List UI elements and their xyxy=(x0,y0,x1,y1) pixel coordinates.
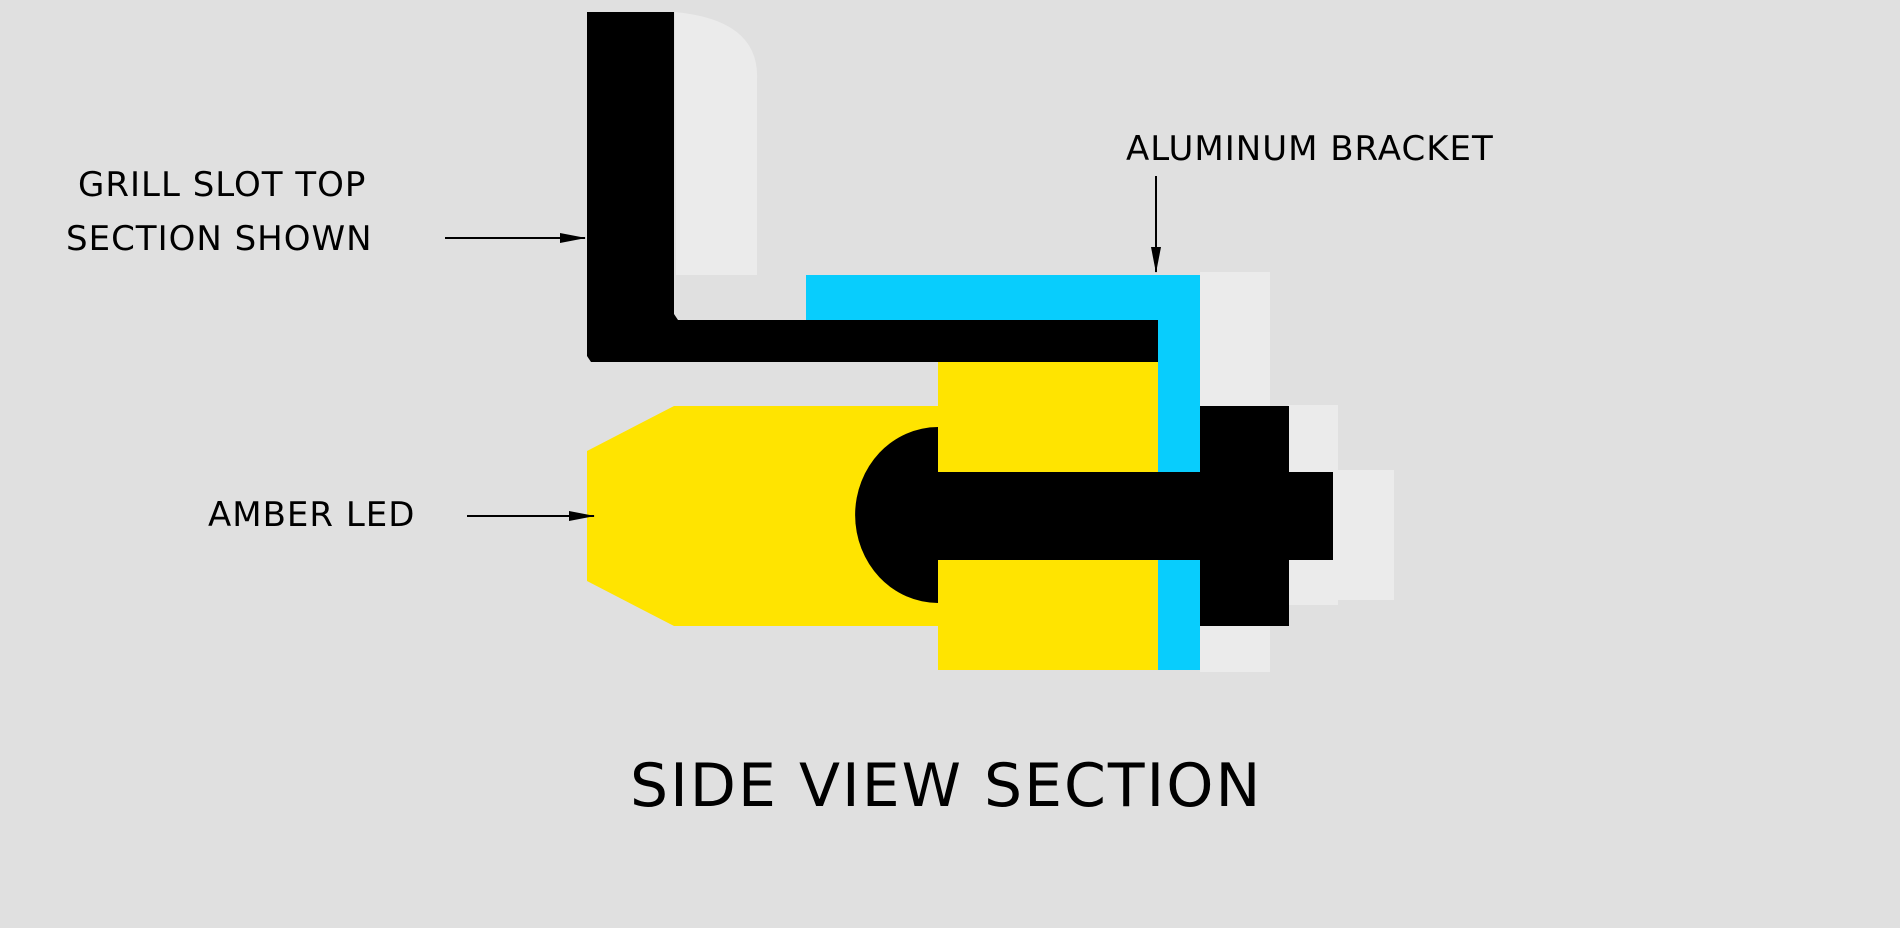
diagram-title: Side view section xyxy=(630,751,1263,821)
bolt-end-shadow xyxy=(1334,470,1394,600)
aluminum-bracket-label: Aluminum bracket xyxy=(1126,129,1494,169)
bolt-head xyxy=(855,427,938,603)
grill-slot-shape xyxy=(587,12,1158,362)
grill-shadow xyxy=(675,12,758,275)
grill-slot-label-line2: section shown xyxy=(66,219,373,259)
nut-shape xyxy=(1200,406,1289,626)
aluminum-bracket-shape xyxy=(806,275,1200,670)
amber-led-lens xyxy=(587,406,938,626)
amber-led-label: Amber LED xyxy=(208,495,416,535)
grill-slot-label-line1: Grill slot top xyxy=(78,165,367,205)
